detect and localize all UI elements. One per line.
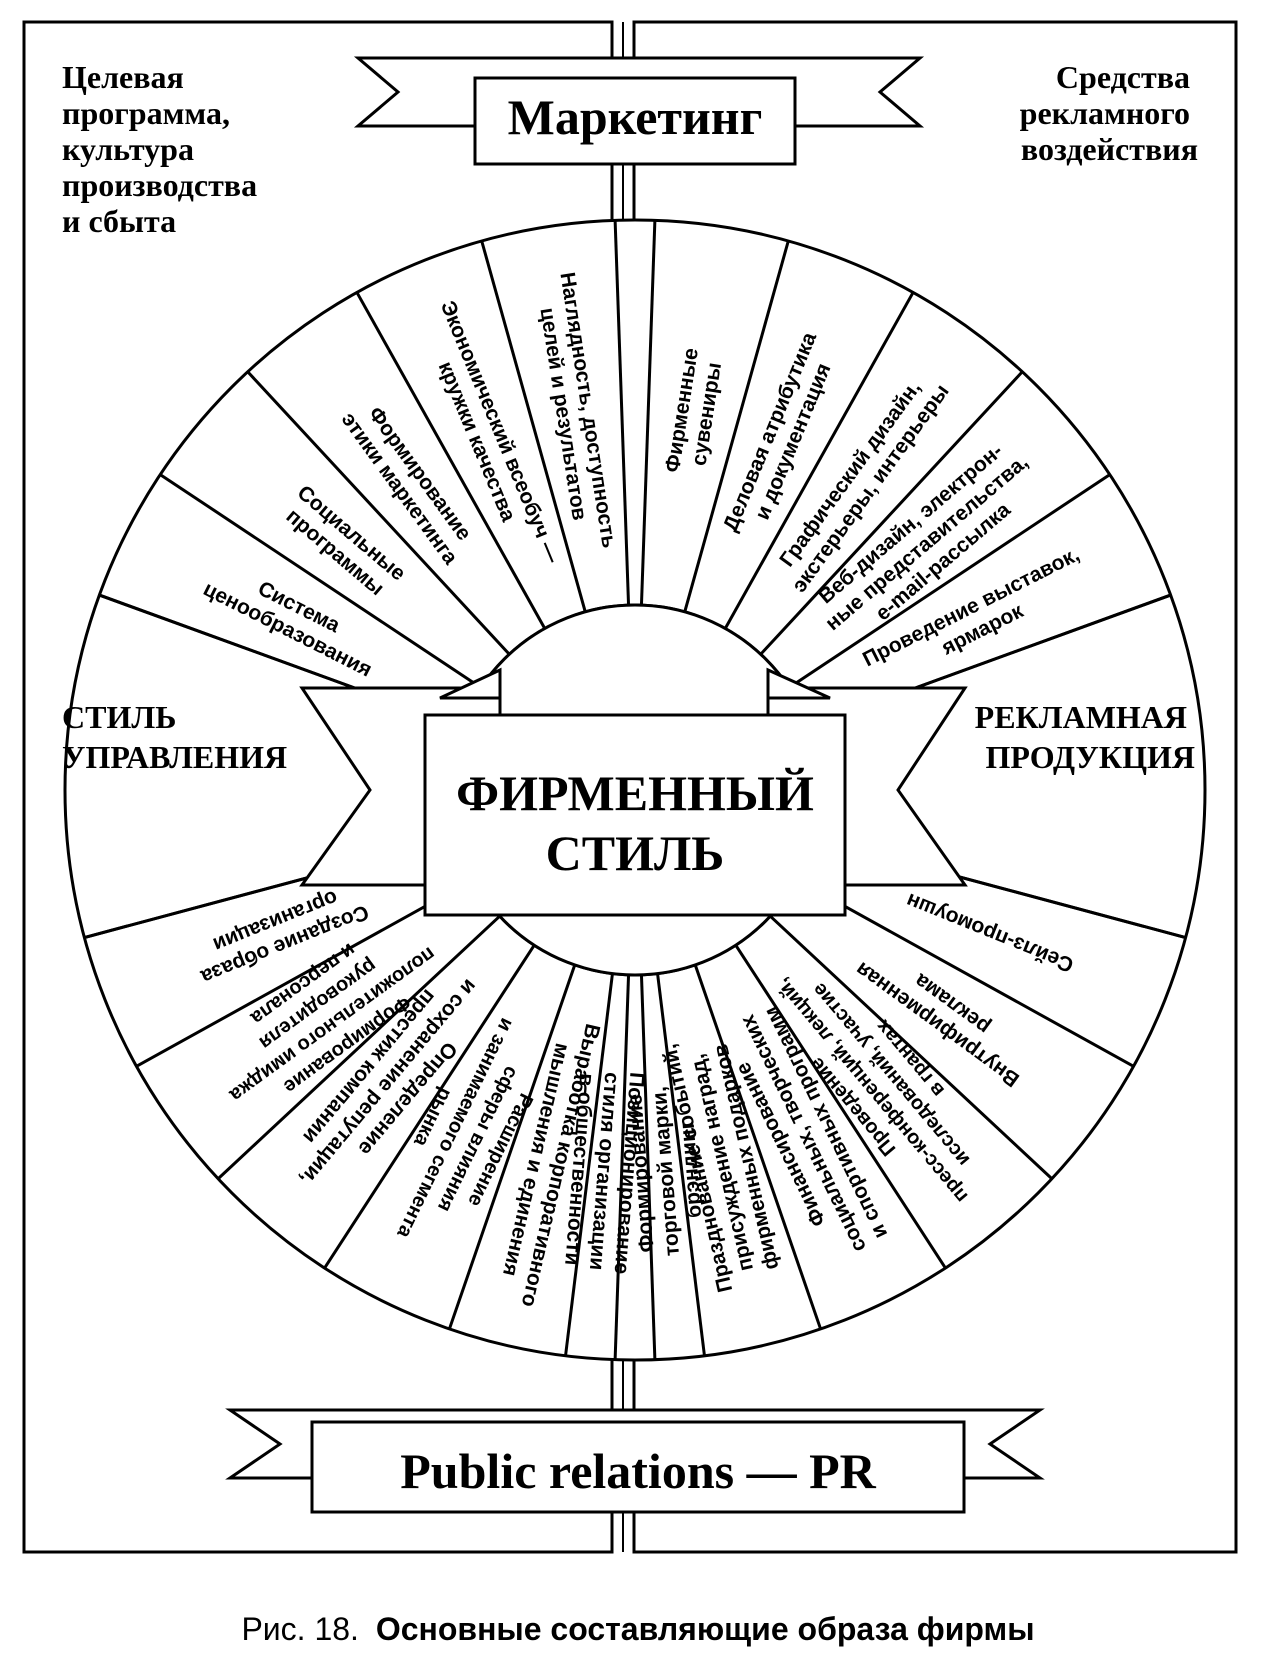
spoke-2-2 bbox=[217, 915, 501, 1180]
spoke-3-5 bbox=[656, 973, 706, 1356]
spoke-1-1 bbox=[683, 240, 790, 613]
top-banner: Маркетинг bbox=[353, 56, 925, 166]
corner-label-top-right: Средства рекламного воздействия bbox=[1020, 59, 1198, 167]
center-title-line2: СТИЛЬ bbox=[546, 825, 725, 881]
spoke-1-0 bbox=[639, 220, 657, 606]
top-banner-label: Маркетинг bbox=[508, 89, 763, 145]
spoke-3-6 bbox=[639, 974, 657, 1360]
sector-labels: Наглядность, доступностьцелей и результа… bbox=[197, 271, 1083, 1309]
side-label-right: РЕКЛАМНАЯ ПРОДУКЦИЯ bbox=[975, 699, 1195, 775]
spoke-1-3 bbox=[759, 370, 1024, 656]
spoke-3-1 bbox=[796, 878, 1135, 1068]
spoke-2-4 bbox=[448, 964, 577, 1330]
spoke-0-1 bbox=[480, 240, 587, 613]
center-title-line1: ФИРМЕННЫЙ bbox=[456, 765, 814, 821]
spoke-3-4 bbox=[693, 964, 822, 1330]
spoke-1-4 bbox=[788, 473, 1111, 689]
side-label-left: СТИЛЬ УПРАВЛЕНИЯ bbox=[62, 699, 287, 775]
spoke-0-2 bbox=[355, 291, 547, 630]
spoke-0-3 bbox=[246, 370, 511, 656]
center-title-banner: ФИРМЕННЫЙ СТИЛЬ bbox=[299, 667, 968, 917]
spoke-1-2 bbox=[723, 291, 915, 630]
bottom-banner-label: Public relations — PR bbox=[400, 1443, 876, 1499]
spoke-0-0 bbox=[613, 220, 631, 606]
spoke-2-1 bbox=[135, 878, 474, 1068]
spoke-0-4 bbox=[159, 473, 482, 689]
spoke-3-2 bbox=[769, 915, 1053, 1180]
spoke-3-3 bbox=[734, 944, 947, 1269]
figure-caption: Рис. 18. Основные составляющие образа фи… bbox=[241, 1611, 1034, 1647]
bottom-banner: Public relations — PR bbox=[225, 1408, 1045, 1514]
corner-label-top-left: Целевая программа, культура производства… bbox=[62, 59, 265, 239]
spoke-2-5 bbox=[564, 973, 614, 1356]
spoke-2-3 bbox=[323, 944, 536, 1269]
spoke-2-6 bbox=[613, 974, 631, 1360]
